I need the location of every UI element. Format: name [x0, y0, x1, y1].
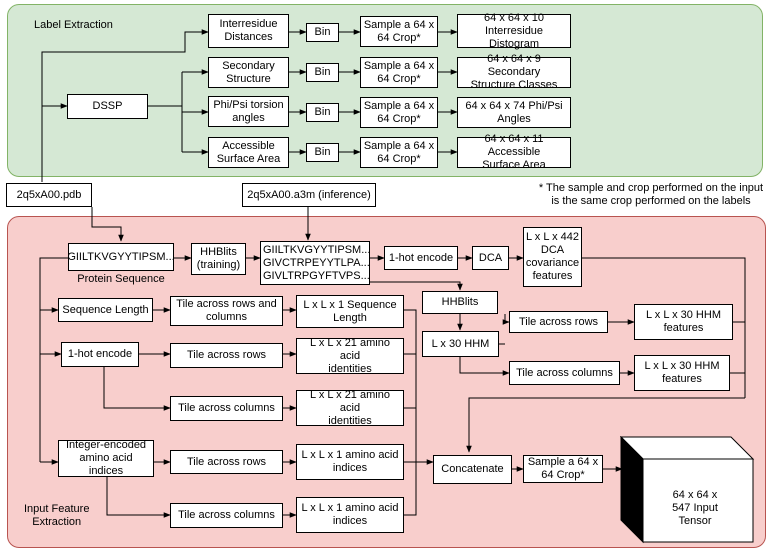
indices-columns-output-box: L x L x 1 amino acid indices: [296, 497, 404, 533]
label-crop-box-phi-psi: Sample a 64 x 64 Crop*: [360, 97, 438, 128]
input-tensor-label: 64 x 64 x 547 Input Tensor: [672, 489, 718, 527]
input-tensor-cube: [620, 436, 755, 544]
hhm-tile-columns-box: Tile across columns: [509, 361, 620, 385]
tile-rows-indices-box: Tile across rows: [170, 450, 283, 474]
hhm-features-rows-box: L x L x 30 HHM features: [634, 304, 733, 340]
indices-rows-output-box: L x L x 1 amino acid indices: [296, 444, 404, 480]
msa-one-hot-box: 1-hot encode: [384, 246, 458, 270]
msa-box: GIILTKVGYYTIPSM... GIVCTRPEYYTLPA... GIV…: [260, 241, 370, 285]
surface-output-box: 64 x 64 x 11 Accessible Surface Area: [457, 133, 571, 171]
tile-columns-indices-box: Tile across columns: [170, 503, 283, 528]
a3m-file-box: 2q5xA00.a3m (inference): [242, 183, 376, 207]
hhm-tile-rows-box: Tile across rows: [509, 311, 608, 333]
integer-encoded-box: Integer-encoded amino acid indices: [58, 439, 154, 477]
phi-psi-output-box: 64 x 64 x 74 Phi/Psi Angles: [457, 97, 571, 128]
dssp-box: DSSP: [67, 94, 148, 119]
distogram-output-box: 64 x 64 x 10 Interresidue Distogram: [457, 12, 571, 50]
protein-sequence-box: GIILTKVGYYTIPSM...: [67, 243, 175, 271]
bin-box-surface: Bin: [306, 143, 339, 162]
pdb-file-box: 2q5xA00.pdb: [6, 183, 92, 207]
identities-rows-output-box: L x L x 21 amino acid identities: [296, 337, 404, 375]
accessible-surface-box: Accessible Surface Area: [208, 137, 289, 168]
label-crop-box-secondary: Sample a 64 x 64 Crop*: [360, 57, 438, 88]
identities-columns-output-box: L x L x 21 amino acid identities: [296, 389, 404, 427]
label-crop-box-surface: Sample a 64 x 64 Crop*: [360, 137, 438, 168]
hhm-box: L x 30 HHM: [422, 331, 499, 357]
tile-columns-identities-box: Tile across columns: [170, 396, 283, 421]
sequence-length-output-box: L x L x 1 Sequence Length: [296, 295, 404, 328]
footnote: * The sample and crop performed on the i…: [538, 182, 764, 207]
interresidue-distances-box: Interresidue Distances: [208, 14, 289, 48]
bin-box-secondary: Bin: [306, 63, 339, 82]
hhm-features-columns-box: L x L x 30 HHM features: [634, 355, 730, 391]
input-crop-box: Sample a 64 x 64 Crop*: [523, 455, 603, 483]
tile-rows-columns-box: Tile across rows and columns: [170, 296, 283, 326]
tile-rows-identities-box: Tile across rows: [170, 343, 283, 368]
dca-box: DCA: [472, 246, 509, 270]
label-extraction-title: Label Extraction: [34, 19, 113, 31]
sequence-length-box: Sequence Length: [58, 298, 153, 322]
protein-sequence-caption: Protein Sequence: [77, 273, 165, 285]
hhblits-box: HHBlits: [422, 291, 498, 314]
concatenate-box: Concatenate: [433, 455, 512, 484]
input-feature-extraction-title: Input Feature Extraction: [24, 503, 90, 528]
dca-output-box: L x L x 442 DCA covariance features: [523, 227, 582, 287]
label-crop-box-distances: Sample a 64 x 64 Crop*: [360, 16, 438, 47]
one-hot-encode-box: 1-hot encode: [61, 342, 139, 367]
secondary-structure-box: Secondary Structure: [208, 57, 289, 88]
bin-box-phi-psi: Bin: [306, 103, 339, 122]
secondary-output-box: 64 x 64 x 9 Secondary Structure Classes: [457, 53, 571, 91]
bin-box-distances: Bin: [306, 23, 339, 42]
hhblits-training-box: HHBlits (training): [191, 243, 246, 275]
phi-psi-box: Phi/Psi torsion angles: [208, 96, 289, 127]
